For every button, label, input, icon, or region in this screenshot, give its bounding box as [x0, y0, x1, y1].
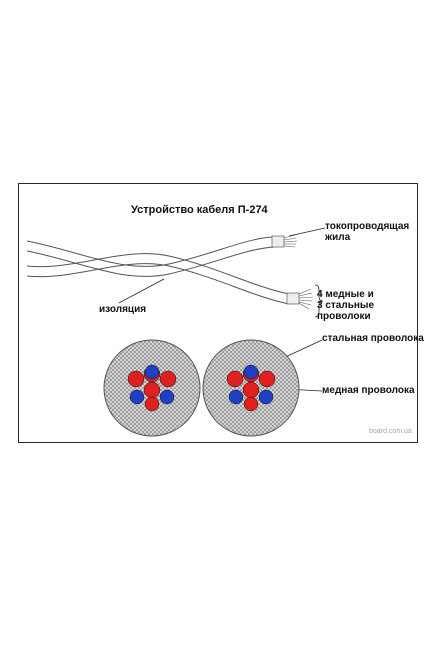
diagram-title: Устройство кабеля П-274 [131, 204, 268, 216]
copper-wire [243, 364, 259, 380]
core-bundle-1 [127, 364, 177, 412]
steel-wire [258, 370, 276, 388]
label-conductor-line-1: токопроводящая [325, 221, 410, 232]
leader-conductor [288, 227, 326, 237]
conductor-a-edge-top [26, 236, 273, 267]
twisted-conductors [26, 236, 290, 305]
steel-wire [226, 370, 244, 388]
label-insulation: изоляция [99, 304, 147, 315]
cable-diagram-figure: Устройство кабеля П-274 токопроводящая ж… [18, 183, 424, 443]
steel-wire [159, 370, 177, 388]
conductor-tip-lower [286, 288, 314, 310]
label-copper-wire: медная проволока [322, 385, 415, 396]
copper-wire [228, 389, 244, 405]
cross-section-1 [103, 339, 201, 437]
steel-wire [242, 381, 260, 399]
watermark: board.com.ua [369, 428, 412, 435]
leader-insulation [118, 278, 165, 304]
steel-wire [127, 370, 145, 388]
conductor-b-edge-bottom [26, 263, 290, 305]
label-steel-wire: стальная проволока [322, 333, 424, 344]
conductor-b-edge-top [26, 253, 290, 295]
label-composition: 4 медные и 3 стальные проволоки [317, 289, 374, 322]
steel-wire [243, 396, 259, 412]
cable-drawing [26, 227, 326, 437]
conductor-a-edge-bottom [26, 246, 275, 277]
steel-wire [144, 396, 160, 412]
copper-wire [144, 364, 160, 380]
copper-wire [258, 389, 274, 405]
copper-wire [159, 389, 175, 405]
core-bundle-2 [226, 364, 276, 412]
label-composition-line-3: проволоки [317, 311, 371, 322]
cross-section-2 [202, 339, 300, 437]
conductor-tip-upper [271, 234, 298, 248]
steel-wire [143, 381, 161, 399]
label-conductor-line-2: жила [325, 232, 351, 243]
label-composition-line-1: 4 медные и [317, 289, 374, 300]
bracket-composition [314, 284, 324, 318]
label-conductor: токопроводящая жила [325, 221, 409, 243]
label-composition-line-2: 3 стальные [317, 300, 375, 311]
copper-wire [129, 389, 145, 405]
leader-lines [118, 227, 326, 392]
